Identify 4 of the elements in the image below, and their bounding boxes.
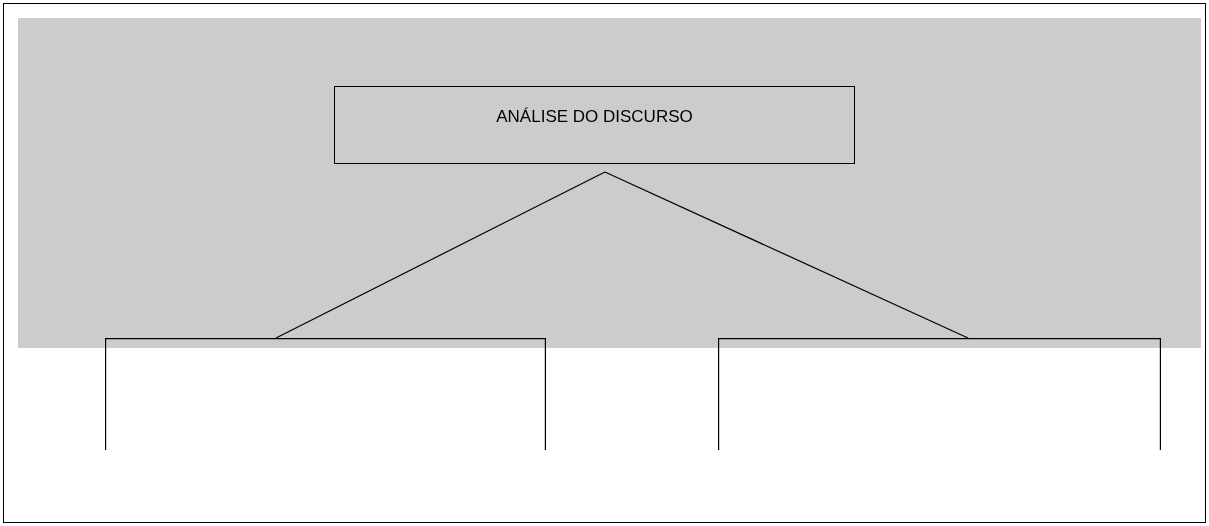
concept-box [334, 86, 855, 164]
connector-line [275, 171, 606, 339]
connector-line [604, 171, 969, 339]
concept-label: ANÁLISE DO DISCURSO [496, 107, 693, 128]
